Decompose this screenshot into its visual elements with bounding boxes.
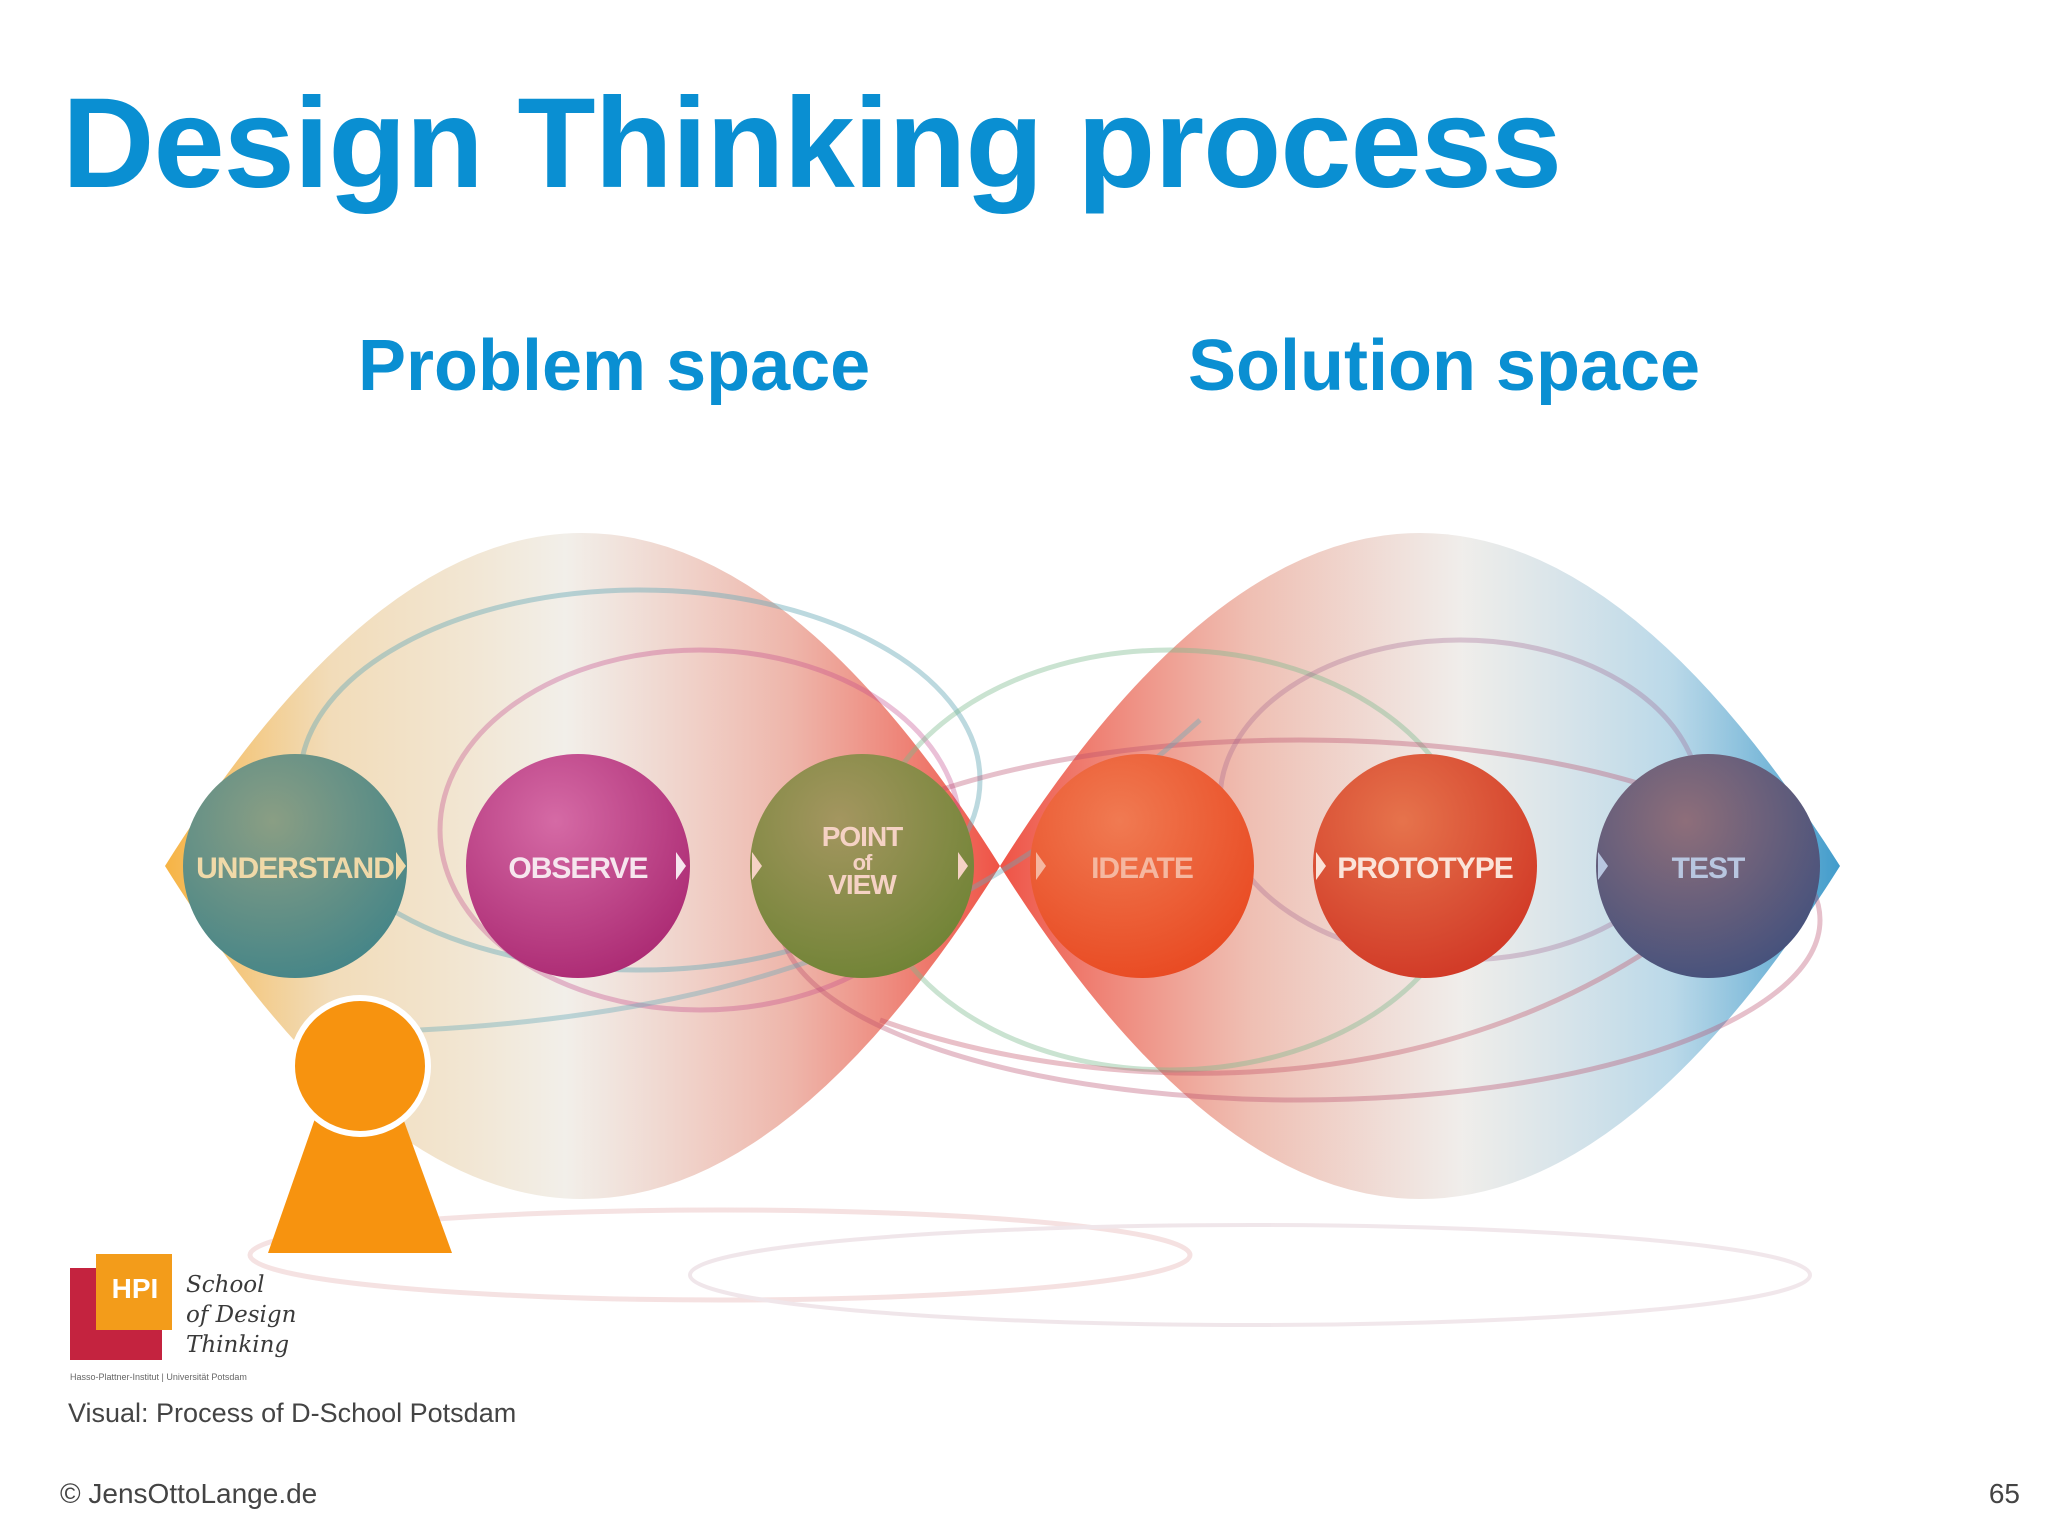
arrow-icon — [676, 852, 686, 880]
reflection — [247, 1207, 1812, 1327]
solution-space-label: Solution space — [1188, 326, 1701, 406]
image-caption: Visual: Process of D-School Potsdam — [68, 1398, 517, 1428]
step-prototype: PROTOTYPE — [1313, 754, 1537, 978]
step-ideate: IDEATE — [1030, 754, 1254, 978]
step-prototype-label: PROTOTYPE — [1337, 852, 1512, 885]
arrow-icon — [1316, 852, 1326, 880]
arrow-icon — [958, 852, 968, 880]
problem-space-label: Problem space — [358, 326, 871, 406]
arrow-icon — [752, 852, 762, 880]
logo-fineprint: Hasso-Plattner-Institut | Universität Po… — [70, 1372, 247, 1382]
person-icon — [268, 995, 452, 1253]
page-title: Design Thinking process — [62, 72, 1562, 215]
hpi-school-logo: HPI School of Design Thinking Hasso-Plat… — [70, 1254, 320, 1386]
step-test: TEST — [1596, 754, 1820, 978]
arrow-icon — [396, 852, 406, 880]
arrow-icon — [1598, 852, 1608, 880]
page-number: 65 — [1988, 1478, 2020, 1509]
logo-badge: HPI — [111, 1273, 159, 1304]
step-understand-label: UNDERSTAND — [196, 852, 394, 885]
step-test-label: TEST — [1672, 852, 1745, 885]
step-observe-label: OBSERVE — [508, 852, 647, 885]
step-observe: OBSERVE — [466, 754, 690, 978]
copyright-notice: © JensOttoLange.de — [60, 1478, 318, 1509]
step-understand: UNDERSTAND — [183, 754, 407, 978]
arrow-icon — [1036, 852, 1046, 880]
logo-school-text: School of Design Thinking — [186, 1272, 297, 1358]
step-ideate-label: IDEATE — [1091, 852, 1193, 885]
